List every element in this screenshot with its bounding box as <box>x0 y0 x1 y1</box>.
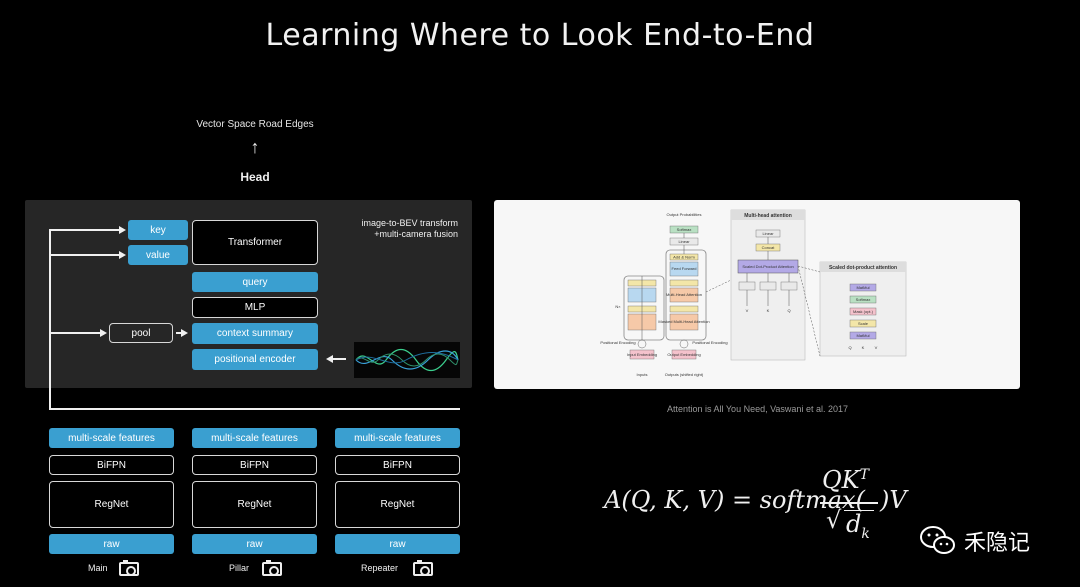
key-box: key <box>128 220 188 240</box>
add-norm-label: Add & Norm <box>673 255 695 260</box>
fraction-bar <box>820 502 878 504</box>
camera-label-main: Main <box>88 563 108 573</box>
linear-label: Linear <box>678 239 690 244</box>
regnet-box-pillar: RegNet <box>192 481 317 528</box>
regnet-box-main: RegNet <box>49 481 174 528</box>
bev-label-line2: +multi-camera fusion <box>374 229 458 239</box>
camera-label-pillar: Pillar <box>229 563 250 573</box>
positional-encoder-box: positional encoder <box>192 349 318 370</box>
attention-formula: A(Q, K, V) = softmax( QKT √ dk )V <box>600 462 920 542</box>
formula-denominator: dk <box>846 510 870 542</box>
bifpn-box-pillar: BiFPN <box>192 455 317 475</box>
concat-label: Concat <box>762 245 776 250</box>
features-box-main: multi-scale features <box>49 428 174 448</box>
q-label: Q <box>787 308 790 313</box>
formula-lhs: A(Q, K, V) = softmax( <box>604 486 865 514</box>
head-label: Head <box>240 170 270 184</box>
multi-head-title: Multi-head attention <box>744 213 792 219</box>
output-embedding-label: Output Embedding <box>667 352 700 357</box>
features-box-pillar: multi-scale features <box>192 428 317 448</box>
formula-superscript: T <box>859 467 869 483</box>
features-box-repeater: multi-scale features <box>335 428 460 448</box>
mask-label: Mask (opt.) <box>853 309 874 314</box>
multi-head-label: Multi-Head Attention <box>666 292 702 297</box>
scale-label: Scale <box>858 321 869 326</box>
inputs-label: Inputs <box>637 372 648 377</box>
watermark-text: 禾隐记 <box>964 531 1031 556</box>
sdp-k-label: K <box>862 345 865 350</box>
scaled-dot-label: Scaled Dot-Product Attention <box>742 264 793 269</box>
pool-box: pool <box>109 323 173 343</box>
formula-numerator-text: QK <box>822 466 860 494</box>
camera-label-repeater: Repeater <box>361 563 399 573</box>
feed-forward-label: Feed Forward <box>672 266 697 271</box>
masked-multi-head-label: Masked Multi-Head Attention <box>658 319 709 324</box>
formula-rhs: )V <box>880 486 907 514</box>
formula-denominator-d: d <box>846 510 862 538</box>
pos-encoding-label-left: Positional Encoding <box>600 340 635 345</box>
formula-subscript: k <box>861 525 870 542</box>
regnet-box-repeater: RegNet <box>335 481 460 528</box>
softmax-label-2: Softmax <box>856 297 871 302</box>
v-label: V <box>746 308 749 313</box>
camera-icon <box>413 560 433 576</box>
context-summary-box: context summary <box>192 323 318 344</box>
transformer-figure-card: Output Probabilities Softmax Linear Add … <box>494 200 1020 389</box>
figure-caption: Attention is All You Need, Vaswani et al… <box>667 404 848 414</box>
slide-title: Learning Where to Look End-to-End <box>265 18 815 53</box>
query-box: query <box>192 272 318 292</box>
wave-svg <box>355 348 459 372</box>
raw-box-main: raw <box>49 534 174 554</box>
transformer-box: Transformer <box>192 220 318 265</box>
output-probabilities-label: Output Probabilities <box>667 212 702 217</box>
k-label: K <box>767 308 770 313</box>
bifpn-box-main: BiFPN <box>49 455 174 475</box>
matmul-label-bottom: MatMul <box>856 333 869 338</box>
sqrt-bar <box>844 510 874 512</box>
camera-icon <box>119 560 139 576</box>
sdp-q-label: Q <box>848 345 851 350</box>
pos-encoding-label-right: Positional Encoding <box>692 340 727 345</box>
matmul-label-top: MatMul <box>856 285 869 290</box>
softmax-label: Softmax <box>677 227 692 232</box>
input-embedding-label: Input Embedding <box>627 352 657 357</box>
camera-icon <box>262 560 282 576</box>
raw-box-repeater: raw <box>335 534 460 554</box>
up-arrow-icon: ↑ <box>250 137 260 157</box>
outputs-label: Outputs (shifted right) <box>665 372 704 377</box>
raw-box-pillar: raw <box>192 534 317 554</box>
nx-label: N× <box>615 304 621 309</box>
watermark: 禾隐记 <box>918 521 1058 557</box>
bev-label-line1: image-to-BEV transform <box>361 218 458 228</box>
bifpn-box-repeater: BiFPN <box>335 455 460 475</box>
bev-label: image-to-BEV transform +multi-camera fus… <box>328 218 458 240</box>
positional-wave-plot <box>354 342 460 378</box>
wechat-icon <box>920 526 955 554</box>
mh-linear-label: Linear <box>762 231 774 236</box>
formula-numerator: QKT <box>822 466 869 494</box>
output-label: Vector Space Road Edges <box>196 119 314 130</box>
transformer-figure: Output Probabilities Softmax Linear Add … <box>600 209 907 377</box>
value-box: value <box>128 245 188 265</box>
sdp-v-label: V <box>875 345 878 350</box>
scaled-title: Scaled dot-product attention <box>829 265 897 271</box>
mlp-box: MLP <box>192 297 318 318</box>
sqrt-icon: √ <box>826 506 842 534</box>
